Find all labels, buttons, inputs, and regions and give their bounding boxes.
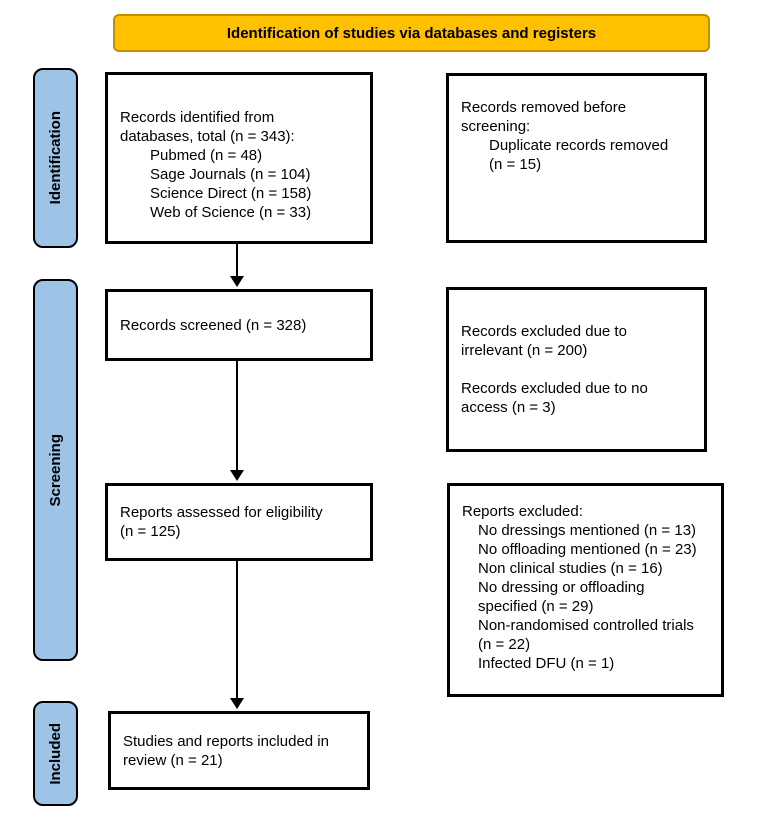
- list-item: No dressings mentioned (n = 13): [478, 522, 697, 539]
- list-item: Non-randomised controlled trials: [478, 617, 694, 634]
- list-item: Infected DFU (n = 1): [478, 655, 615, 672]
- stage-label-text: Identification: [47, 111, 64, 205]
- stage-label-text: Included: [47, 722, 64, 785]
- box-records-screened: Records screened (n = 328): [105, 289, 373, 361]
- list-item: Sage Journals (n = 104): [150, 166, 311, 183]
- list-item: specified (n = 29): [478, 598, 594, 615]
- header-title: Identification of studies via databases …: [226, 24, 597, 42]
- list-item: Pubmed (n = 48): [150, 147, 263, 164]
- list-item: (n = 15): [489, 156, 542, 173]
- text-line: Records removed before: [461, 99, 627, 116]
- arrow-shaft: [236, 561, 238, 698]
- text-line: Records identified from: [120, 109, 275, 126]
- box-studies-included: Studies and reports included in review (…: [108, 711, 370, 790]
- list-item: No dressing or offloading: [478, 579, 645, 596]
- box-reports-excluded: Reports excluded: No dressings mentioned…: [447, 483, 724, 697]
- stage-label-identification: Identification: [33, 68, 78, 248]
- arrow-shaft: [236, 244, 238, 276]
- text-line: Records excluded due to no: [461, 380, 648, 397]
- arrow-assessed-to-included: [230, 561, 244, 709]
- list-item: Non clinical studies (n = 16): [478, 560, 663, 577]
- arrow-head-icon: [230, 470, 244, 481]
- stage-label-screening: Screening: [33, 279, 78, 661]
- text-line: Reports assessed for eligibility: [120, 504, 323, 521]
- arrow-screened-to-assessed: [230, 361, 244, 481]
- list-item: Science Direct (n = 158): [150, 185, 312, 202]
- text-line: (n = 125): [120, 523, 181, 540]
- text-line: screening:: [461, 118, 531, 135]
- list-item: (n = 22): [478, 636, 531, 653]
- text-line: irrelevant (n = 200): [461, 342, 588, 359]
- text-line: Studies and reports included in: [123, 732, 329, 750]
- text-line: databases, total (n = 343):: [120, 128, 295, 145]
- box-records-excluded: Records excluded due to irrelevant (n = …: [446, 287, 707, 452]
- list-item: No offloading mentioned (n = 23): [478, 541, 697, 558]
- text-line: Records screened (n = 328): [120, 316, 307, 334]
- stage-label-included: Included: [33, 701, 78, 806]
- arrow-head-icon: [230, 276, 244, 287]
- list-item: Duplicate records removed: [489, 137, 669, 154]
- text-line: Reports excluded:: [462, 503, 583, 520]
- text-line: Records excluded due to: [461, 323, 627, 340]
- arrow-head-icon: [230, 698, 244, 709]
- box-reports-assessed: Reports assessed for eligibility (n = 12…: [105, 483, 373, 561]
- box-records-removed: Records removed before screening: Duplic…: [446, 73, 707, 243]
- header-banner: Identification of studies via databases …: [113, 14, 710, 52]
- stage-label-text: Screening: [47, 433, 64, 507]
- arrow-shaft: [236, 361, 238, 470]
- arrow-identified-to-screened: [230, 244, 244, 287]
- box-records-identified: Records identified from databases, total…: [105, 72, 373, 244]
- text-line: review (n = 21): [123, 751, 223, 769]
- list-item: Web of Science (n = 33): [150, 204, 312, 221]
- text-line: access (n = 3): [461, 399, 556, 416]
